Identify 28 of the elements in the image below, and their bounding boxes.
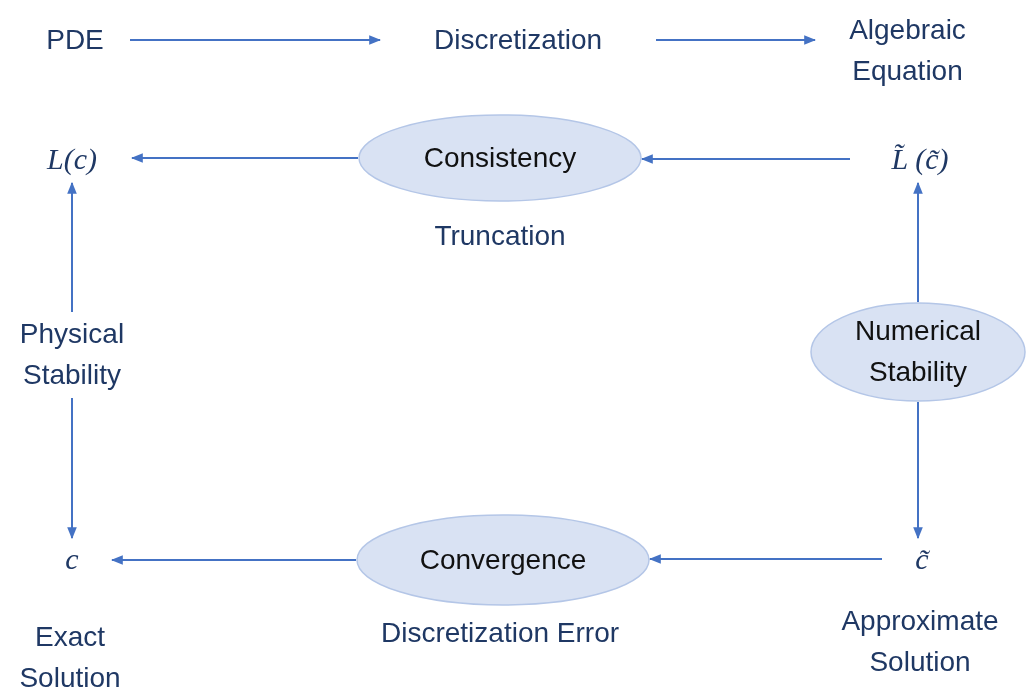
ellipse-node: [356, 514, 650, 606]
arrow: [655, 35, 817, 45]
node-label: Physical Stability: [18, 317, 126, 392]
math-label: L(c): [47, 141, 97, 178]
math-label: c̃: [915, 541, 929, 578]
arrow: [110, 555, 357, 565]
ellipse-node: [810, 302, 1026, 402]
ellipse-node: [358, 114, 642, 202]
arrow: [913, 181, 923, 303]
node-label: Discretization: [433, 22, 603, 57]
arrow: [913, 401, 923, 540]
arrow: [67, 397, 77, 540]
arrow: [129, 35, 382, 45]
node-label: Discretization Error: [379, 616, 621, 650]
node-label: Exact Solution: [18, 620, 122, 695]
math-label: L̃ (c̃): [891, 141, 949, 178]
node-label: Truncation: [433, 219, 567, 253]
arrow: [67, 181, 77, 313]
node-label: Algebraic Equation: [848, 13, 967, 88]
arrow: [130, 153, 359, 163]
arrow: [640, 154, 851, 164]
node-label: PDE: [46, 22, 104, 57]
arrow: [648, 554, 883, 564]
node-label: Convergence: [419, 542, 587, 577]
node-label: Numerical Stability: [854, 314, 982, 389]
math-label: c: [65, 541, 79, 578]
node-label: Approximate Solution: [840, 604, 1000, 679]
node-label: Consistency: [423, 140, 577, 175]
